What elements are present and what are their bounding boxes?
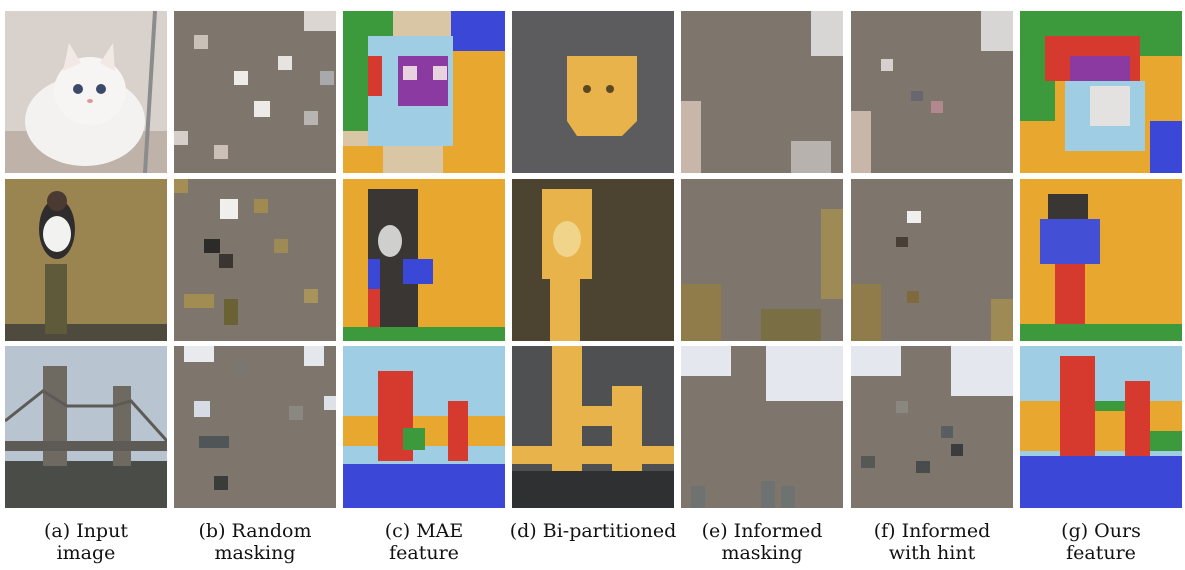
bird-bi-partitioned: [512, 179, 674, 341]
cat-bi-partitioned: [512, 11, 674, 173]
bird-random-masking: [174, 179, 336, 341]
caption-random-masking: (b) Random masking: [198, 520, 312, 564]
cat-random-masking: [174, 11, 336, 173]
bird-ours-feature: [1020, 179, 1182, 341]
bridge-bi-partitioned: [512, 346, 674, 508]
bird-mae-feature: [343, 179, 505, 341]
bird-informed-masking: [681, 179, 843, 341]
caption-informed-masking: (e) Informed masking: [701, 520, 823, 564]
cat-informed-with-hint: [851, 11, 1013, 173]
caption-informed-with-hint: (f) Informed with hint: [873, 520, 991, 564]
caption-ours-feature: (g) Ours feature: [1061, 520, 1141, 564]
bridge-ours-feature: [1020, 346, 1182, 508]
bridge-input-image: [5, 346, 167, 508]
bridge-informed-with-hint: [851, 346, 1013, 508]
caption-input-image: (a) Input image: [44, 520, 128, 564]
cat-mae-feature: [343, 11, 505, 173]
cat-input-image: [5, 11, 167, 173]
cat-ours-feature: [1020, 11, 1182, 173]
bird-input-image: [5, 179, 167, 341]
cat-informed-masking: [681, 11, 843, 173]
bridge-informed-masking: [681, 346, 843, 508]
caption-mae-feature: (c) MAE feature: [384, 520, 464, 564]
caption-bi-partitioned: (d) Bi-partitioned: [509, 520, 677, 542]
bridge-mae-feature: [343, 346, 505, 508]
bridge-random-masking: [174, 346, 336, 508]
bird-informed-with-hint: [851, 179, 1013, 341]
